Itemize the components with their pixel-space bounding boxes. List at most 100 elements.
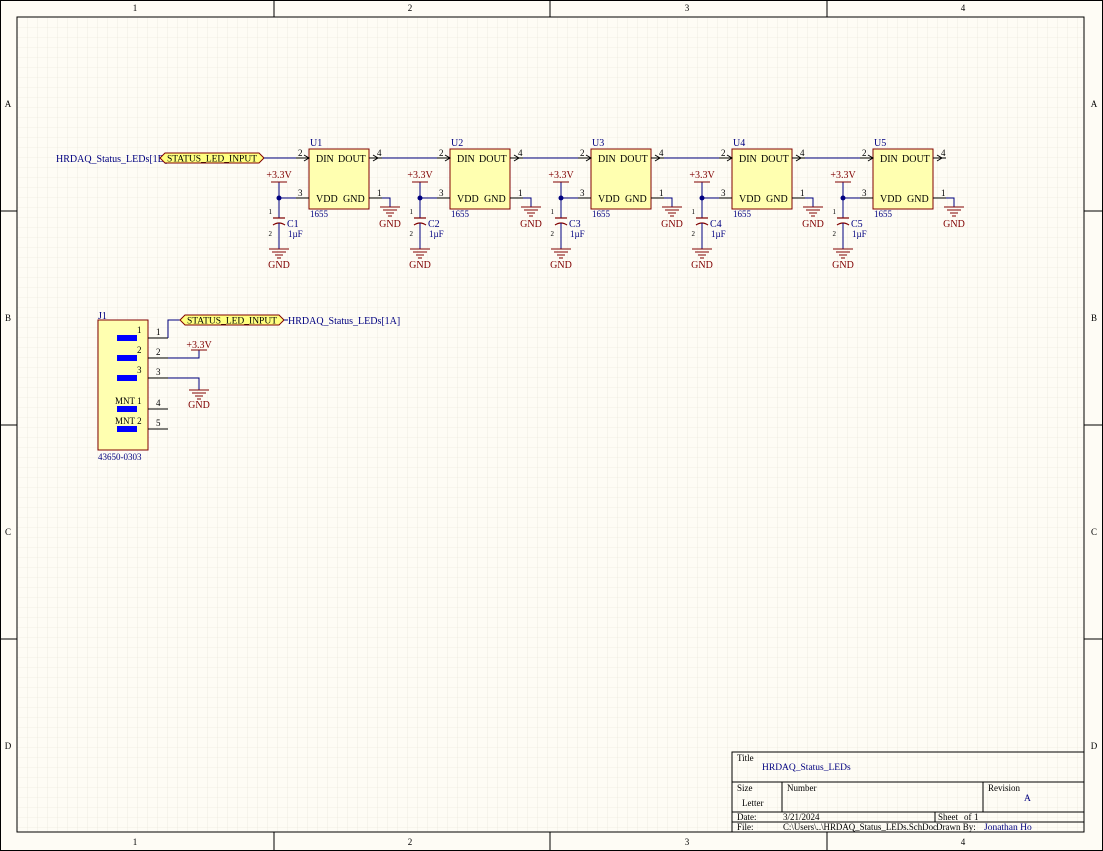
gnd-symbol <box>380 206 400 217</box>
led-driver-dout-label: DOUT <box>479 154 507 165</box>
led-driver-body[interactable] <box>731 148 793 210</box>
power-label-v33: +3.3V <box>548 170 574 181</box>
capacitor-pin-2: 2 <box>269 230 273 238</box>
led-driver-dout-label: DOUT <box>761 154 789 165</box>
zone-col-4-bottom: 4 <box>961 837 966 847</box>
capacitor-ref: C3 <box>569 219 581 230</box>
led-driver-pin-din: 2 <box>862 148 867 158</box>
tb-file-label: File: <box>737 822 754 832</box>
tb-size-value: Letter <box>742 798 764 808</box>
capacitor-pin-1: 1 <box>269 208 273 216</box>
led-driver-body[interactable] <box>449 148 511 210</box>
led-driver-value: 1655 <box>451 209 470 219</box>
led-driver-dout-label: DOUT <box>620 154 648 165</box>
capacitor-pin-2: 2 <box>833 230 837 238</box>
led-driver-pin-din: 2 <box>298 148 303 158</box>
zone-row-a-left: A <box>5 99 12 109</box>
led-driver-gnd-label: GND <box>625 194 647 205</box>
tb-date-value: 3/21/2024 <box>783 812 820 822</box>
zone-row-b-left: B <box>5 313 11 323</box>
led-driver-pin-din: 2 <box>721 148 726 158</box>
connector-pin-name: MNT 2 <box>115 416 142 426</box>
led-driver-pin-gnd: 1 <box>800 188 805 198</box>
led-driver-gnd-label: GND <box>907 194 929 205</box>
led-driver-pin-vdd: 3 <box>862 188 867 198</box>
led-driver-ref: U3 <box>592 138 604 149</box>
led-driver-dout-label: DOUT <box>902 154 930 165</box>
led-driver-pin-vdd: 3 <box>721 188 726 198</box>
led-driver-vdd-label: VDD <box>739 194 761 205</box>
tb-drawn-value: Jonathan Ho <box>984 823 1032 833</box>
power-label-v33: +3.3V <box>407 170 433 181</box>
gnd-label: GND <box>520 219 542 230</box>
connector-pin-number: 2 <box>156 347 161 357</box>
led-driver-body[interactable] <box>872 148 934 210</box>
gnd-symbol <box>521 206 541 217</box>
led-driver-dout-label: DOUT <box>338 154 366 165</box>
zone-col-1-bottom: 1 <box>133 837 138 847</box>
led-driver-din-label: DIN <box>316 154 334 165</box>
capacitor-pin-1: 1 <box>551 208 555 216</box>
connector-ref: J1 <box>98 311 107 322</box>
led-driver-pin-gnd: 1 <box>659 188 664 198</box>
capacitor-value: 1µF <box>852 229 867 239</box>
input-net[interactable]: HRDAQ_Status_LEDs[1B] STATUS_LED_INPUT <box>56 152 296 165</box>
led-driver-pin-vdd: 3 <box>298 188 303 198</box>
power-label-v33: +3.3V <box>830 170 856 181</box>
zone-col-4-top: 4 <box>961 3 966 13</box>
led-driver-din-label: DIN <box>457 154 475 165</box>
net-label-connector-sheet-ref: HRDAQ_Status_LEDs[1A] <box>288 316 400 327</box>
power-label-v33: +3.3V <box>689 170 715 181</box>
led-driver-ref: U4 <box>733 138 745 149</box>
led-driver-din-label: DIN <box>739 154 757 165</box>
led-driver-din-label: DIN <box>880 154 898 165</box>
connector-pin-number: 3 <box>156 367 161 377</box>
gnd-symbol <box>269 248 289 259</box>
zone-col-3-top: 3 <box>685 3 690 13</box>
led-driver-pin-dout: 4 <box>518 148 523 158</box>
capacitor-pin-1: 1 <box>833 208 837 216</box>
led-driver-vdd-label: VDD <box>880 194 902 205</box>
gnd-symbol <box>692 248 712 259</box>
connector-pin-name: 3 <box>137 365 142 375</box>
power-label-connector-v33: +3.3V <box>186 340 212 351</box>
tb-date-label: Date: <box>737 812 757 822</box>
led-driver-gnd-label: GND <box>343 194 365 205</box>
connector-pin-number: 1 <box>156 327 161 337</box>
connector-contact <box>117 406 137 412</box>
gnd-symbol <box>551 248 571 259</box>
capacitor-pin-2: 2 <box>410 230 414 238</box>
led-driver-value: 1655 <box>733 209 752 219</box>
capacitor-value: 1µF <box>288 229 303 239</box>
led-driver-body[interactable] <box>308 148 370 210</box>
led-driver-pin-dout: 4 <box>659 148 664 158</box>
capacitor-pin-1: 1 <box>410 208 414 216</box>
capacitor-ref: C2 <box>428 219 440 230</box>
gnd-label: GND <box>661 219 683 230</box>
led-driver-value: 1655 <box>874 209 893 219</box>
zone-row-a-right: A <box>1091 99 1098 109</box>
led-driver-vdd-label: VDD <box>457 194 479 205</box>
led-driver-pin-gnd: 1 <box>518 188 523 198</box>
connector-contact <box>117 426 137 432</box>
capacitor-value: 1µF <box>570 229 585 239</box>
led-driver-pin-gnd: 1 <box>941 188 946 198</box>
led-driver-body[interactable] <box>590 148 652 210</box>
connector-pin-number: 4 <box>156 398 161 408</box>
